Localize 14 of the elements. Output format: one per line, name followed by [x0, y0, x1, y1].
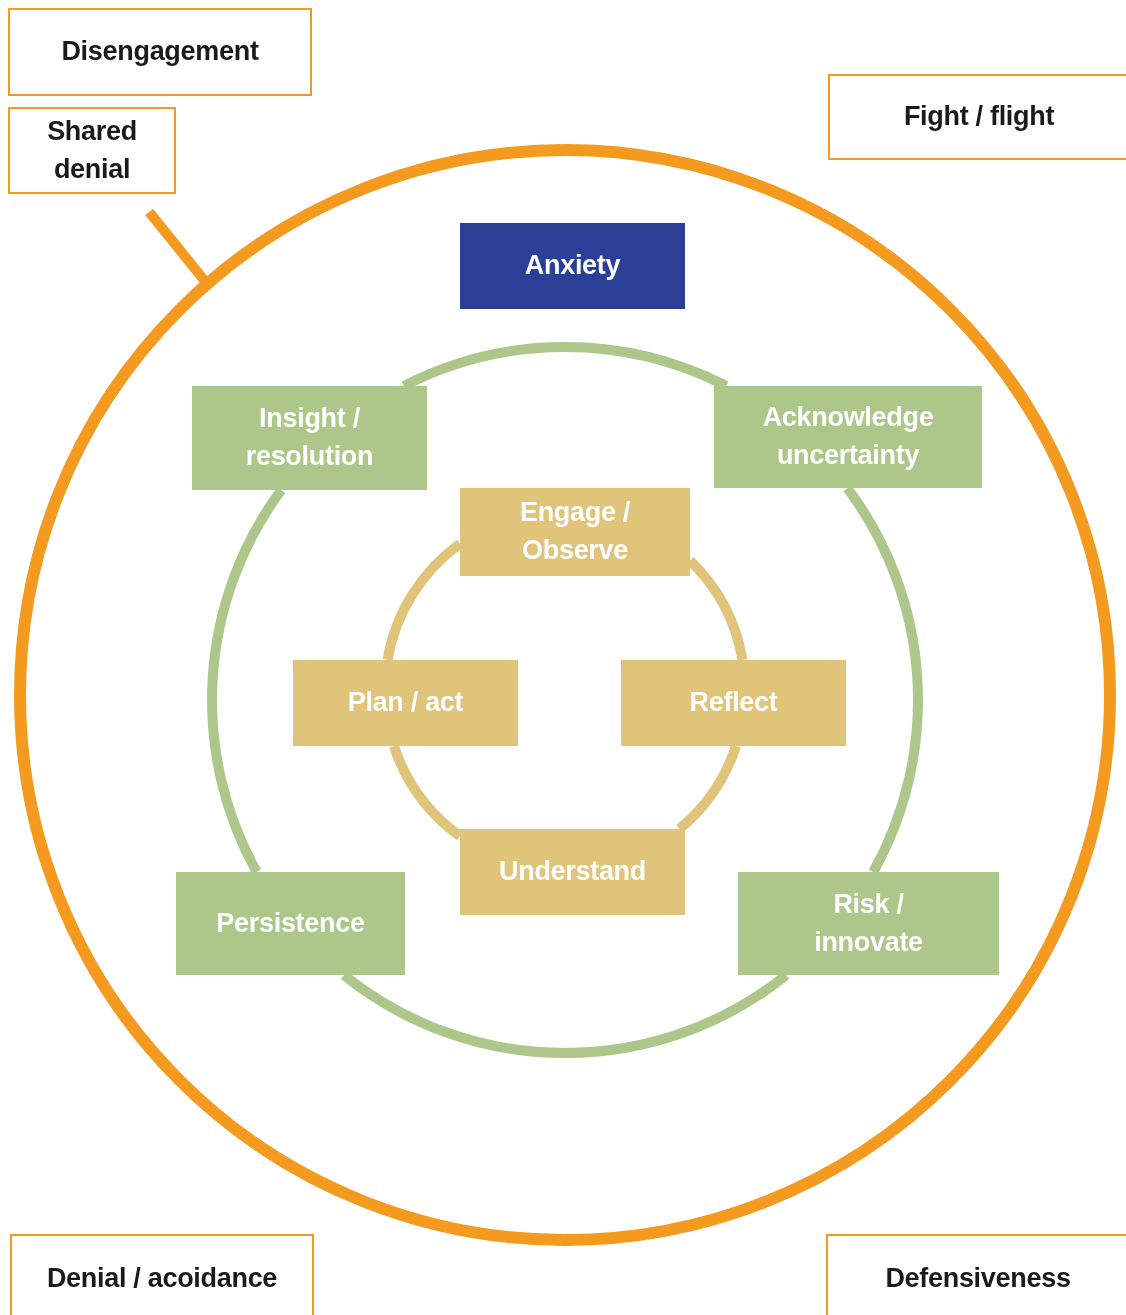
label-box: Fight / flight [828, 74, 1126, 160]
label-box: Insight / resolution [192, 386, 427, 490]
label-box: Shared denial [8, 107, 176, 194]
label-box: Denial / acoidance [10, 1234, 314, 1315]
label-box: Reflect [621, 660, 846, 746]
label-box: Persistence [176, 872, 405, 975]
label-box: Risk / innovate [738, 872, 999, 975]
label-box: Engage / Observe [460, 488, 690, 576]
label-box: Disengagement [8, 8, 312, 96]
label-box: Understand [460, 829, 685, 915]
label-box: Plan / act [293, 660, 518, 746]
label-box: Defensiveness [826, 1234, 1126, 1315]
label-box: Acknowledge uncertainty [714, 386, 982, 488]
label-box: Anxiety [460, 223, 685, 309]
